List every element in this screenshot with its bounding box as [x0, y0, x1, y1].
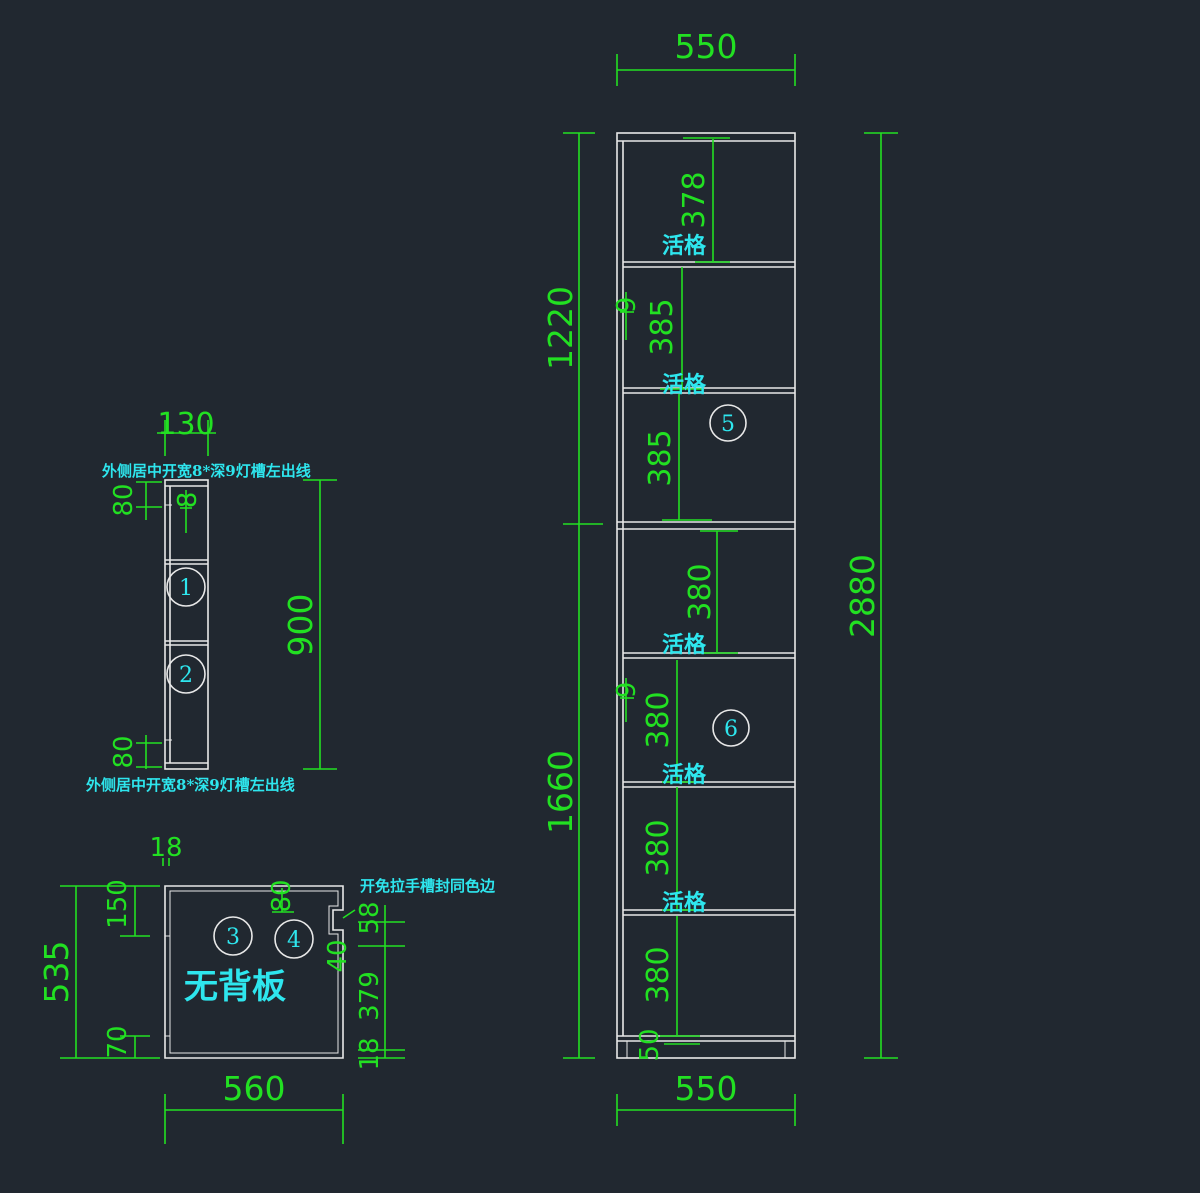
shelf-label-1: 活格: [662, 233, 707, 259]
part-number-2: 2: [179, 663, 193, 688]
compartment-dim-7: 380: [641, 946, 676, 1003]
plan-thickness-dim: 18: [149, 833, 182, 863]
no-back-panel-label: 无背板: [184, 967, 286, 1007]
part-number-6: 6: [724, 717, 738, 742]
part-number-4: 4: [287, 928, 301, 953]
compartment-dim-1: 378: [677, 171, 712, 228]
plan-right-dim-1: 58: [355, 901, 385, 934]
small-top-gap-dim: 80: [109, 483, 139, 516]
compartment-dim-5: 380: [641, 691, 676, 748]
small-bottom-gap-dim: 80: [109, 735, 139, 768]
part-number-1: 1: [179, 576, 193, 601]
top-width-dim: 550: [675, 27, 738, 66]
hinge-dim-upper: 9: [612, 297, 642, 314]
small-width-dim: 130: [157, 407, 214, 442]
part-marker-3: [213, 916, 253, 956]
total-height-dim: 2880: [843, 554, 882, 638]
plan-handle-note: 开免拉手槽封同色边: [360, 877, 496, 895]
tall-cabinet-elevation: 550 550 1220 1660 2880 378 385 385 380 3…: [541, 27, 898, 1126]
plan-top-offset-dim: 150: [103, 879, 133, 929]
compartment-dimension-lines: [620, 137, 738, 1045]
lower-height-dim: 1660: [541, 750, 580, 834]
part-number-3: 3: [226, 925, 240, 950]
part-marker-6: [712, 709, 750, 747]
plan-depth-dim: 535: [37, 941, 76, 1004]
small-bottom-note: 外侧居中开宽8*深9灯槽左出线: [85, 776, 295, 794]
compartment-dim-4: 380: [683, 563, 718, 620]
compartment-dim-2: 385: [645, 298, 680, 355]
part-marker-4: [274, 919, 314, 959]
small-top-note: 外侧居中开宽8*深9灯槽左出线: [101, 462, 311, 480]
plan-outline: [164, 885, 344, 1059]
small-height-dim: 900: [281, 594, 320, 657]
part-number-5: 5: [721, 412, 735, 437]
compartment-dim-6: 380: [641, 819, 676, 876]
cabinet-outline: [616, 132, 796, 1059]
small-top-dim: 8: [173, 492, 203, 509]
plan-bottom-offset-dim: 70: [103, 1025, 133, 1058]
shelf-label-4: 活格: [662, 762, 707, 788]
plan-handle-small-dim: 40: [323, 939, 353, 972]
plan-right-dim-3: 18: [355, 1037, 385, 1070]
hinge-dim-lower: 9: [612, 682, 642, 699]
plan-right-dim-2: 379: [355, 971, 385, 1021]
part-marker-5: [709, 404, 747, 442]
upper-height-dim: 1220: [541, 286, 580, 370]
plan-handle-dim: 80: [267, 879, 297, 912]
small-cabinet-elevation: 130 8 900 80 80 外侧居中开宽8*深9灯槽左出线 外侧居中开宽8*…: [85, 407, 337, 794]
bottom-width-dim: 550: [675, 1069, 738, 1108]
part-marker-1: [166, 567, 206, 607]
plan-width-dim: 560: [223, 1069, 286, 1108]
plinth-dim: 50: [635, 1028, 665, 1061]
shelf-label-2: 活格: [662, 372, 707, 398]
shelf-label-5: 活格: [662, 890, 707, 916]
compartment-dim-3: 385: [643, 429, 678, 486]
small-cabinet-outline: [164, 479, 209, 770]
shelf-label-3: 活格: [662, 632, 707, 658]
part-marker-2: [166, 654, 206, 694]
plan-view: 560 535 150 70 18 80 40 58 379 18 开免拉手槽: [37, 833, 496, 1144]
